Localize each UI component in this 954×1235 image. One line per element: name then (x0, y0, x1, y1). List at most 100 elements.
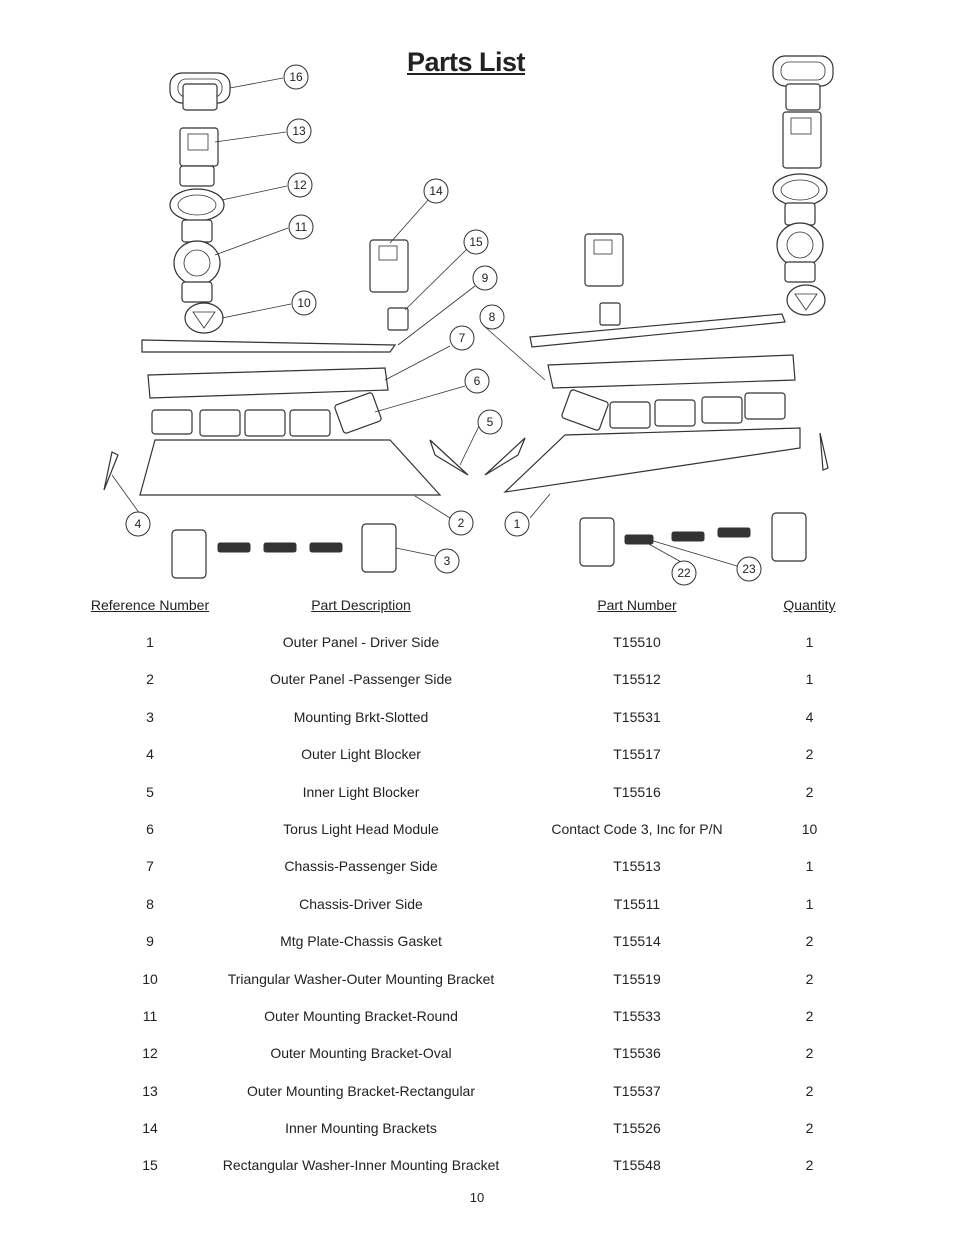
reference-number-cell: 7 (146, 858, 154, 875)
part-number-cell: T15516 (613, 783, 661, 800)
part-number-cell: Contact Code 3, Inc for P/N (551, 820, 723, 837)
callout-6: 6 (464, 368, 490, 394)
callout-3-label: 3 (444, 554, 451, 568)
part-number-cell: T15517 (613, 746, 661, 763)
part-description-cell: Mounting Brkt-Slotted (293, 708, 429, 725)
part-description-cell: Triangular Washer-Outer Mounting Bracket (227, 970, 495, 987)
reference-number-cell: 15 (142, 1157, 158, 1174)
quantity-cell: 1 (805, 895, 814, 912)
quantity-cell: 4 (805, 708, 814, 725)
part-number-cell: T15519 (613, 970, 661, 987)
callout-8: 8 (479, 304, 505, 330)
exploded-parts-diagram: 16 13 12 11 10 14 15 9 8 7 6 5 4 2 1 3 2… (103, 55, 834, 586)
part-description-cell: Outer Mounting Bracket-Rectangular (247, 1082, 475, 1099)
callout-8-label: 8 (489, 310, 496, 324)
reference-number-cell: 2 (146, 671, 154, 688)
quantity-cell: 2 (805, 783, 814, 800)
page-title: Parts List (407, 47, 526, 77)
table-row: 6 Torus Light Head Module Contact Code 3, … (90, 802, 857, 839)
reference-number-cell: 3 (146, 708, 154, 725)
outer-panels (139, 427, 801, 496)
part-number-cell: T15533 (613, 1007, 661, 1024)
callout-22: 22 (671, 560, 697, 586)
callout-4: 4 (125, 511, 151, 537)
callout-9: 9 (472, 265, 498, 291)
part-number-cell: T15514 (613, 933, 661, 950)
callout-5: 5 (477, 409, 503, 435)
callout-14-label: 14 (429, 184, 443, 198)
callout-5-label: 5 (487, 415, 494, 429)
reference-number-cell: 4 (146, 746, 154, 763)
callout-2-label: 2 (458, 516, 465, 530)
reference-number-cell: 13 (142, 1082, 158, 1099)
part-number-cell: T15510 (613, 634, 661, 650)
part-description-cell: Torus Light Head Module (283, 820, 439, 837)
table-header-row: Reference Number Part Description Part N… (90, 597, 857, 615)
quantity-cell: 1 (805, 634, 814, 650)
part-number-cell: T15531 (613, 708, 661, 725)
part-number-cell: T15511 (613, 895, 661, 912)
reference-number-cell: 12 (142, 1045, 158, 1062)
callout-11: 11 (288, 214, 314, 240)
table-row: 1 Outer Panel - Driver Side T15510 1 (90, 615, 857, 652)
callout-13-label: 13 (292, 124, 306, 138)
table-row: 10 Triangular Washer-Outer Mounting Brack… (90, 952, 857, 989)
part-description-cell: Outer Light Blocker (301, 746, 421, 763)
callout-3: 3 (434, 548, 460, 574)
callout-7: 7 (449, 325, 475, 351)
callout-16-label: 16 (289, 70, 303, 84)
slotted-brackets (171, 512, 807, 579)
part-description-cell: Outer Mounting Bracket-Oval (270, 1045, 452, 1062)
callout-6-label: 6 (474, 374, 481, 388)
reference-number-cell: 6 (146, 820, 154, 837)
part-description-cell: Inner Mounting Brackets (285, 1120, 437, 1137)
callout-15: 15 (463, 229, 489, 255)
callout-12-label: 12 (293, 178, 307, 192)
quantity-cell: 2 (805, 1157, 814, 1174)
reference-number-cell: 1 (146, 634, 154, 650)
callout-7-label: 7 (459, 331, 466, 345)
table-row: 3 Mounting Brkt-Slotted T15531 4 (90, 690, 857, 727)
gasket-plates (141, 313, 786, 353)
callout-10-label: 10 (297, 296, 311, 310)
part-description-cell: Outer Panel - Driver Side (282, 634, 440, 650)
part-number-cell: T15513 (613, 858, 661, 875)
part-description-cell: Outer Mounting Bracket-Round (264, 1007, 458, 1024)
inner-brackets (369, 233, 624, 331)
quantity-cell: 10 (801, 820, 818, 837)
callout-12: 12 (287, 172, 313, 198)
page-number: 10 (469, 1190, 485, 1205)
callout-11-label: 11 (295, 220, 308, 234)
header-part-description: Part Description (311, 597, 411, 613)
header-reference-number: Reference Number (90, 597, 210, 613)
header-part-number: Part Number (597, 597, 677, 613)
callout-1-label: 1 (514, 517, 521, 531)
reference-number-cell: 8 (146, 895, 154, 912)
callout-1: 1 (504, 511, 530, 537)
callout-10: 10 (291, 290, 317, 316)
reference-number-cell: 14 (142, 1120, 158, 1137)
bracket-stack-left (169, 72, 231, 334)
quantity-cell: 1 (805, 858, 814, 875)
quantity-cell: 2 (805, 970, 814, 987)
part-number-cell: T15536 (613, 1045, 661, 1062)
reference-number-cell: 10 (142, 970, 158, 987)
callout-23-label: 23 (742, 562, 756, 576)
callout-group: 16 13 12 11 10 14 15 9 8 7 6 5 4 2 1 3 2… (125, 64, 762, 586)
table-row: 7 Chassis-Passenger Side T15513 1 (90, 839, 857, 876)
quantity-cell: 2 (805, 1007, 814, 1024)
part-number-cell: T15526 (613, 1120, 661, 1137)
callout-15-label: 15 (469, 235, 483, 249)
part-description-cell: Mtg Plate-Chassis Gasket (280, 933, 442, 950)
leader-lines (111, 77, 738, 567)
bracket-stack-right (772, 55, 834, 316)
callout-23: 23 (736, 556, 762, 582)
part-description-cell: Chassis-Passenger Side (284, 858, 438, 875)
